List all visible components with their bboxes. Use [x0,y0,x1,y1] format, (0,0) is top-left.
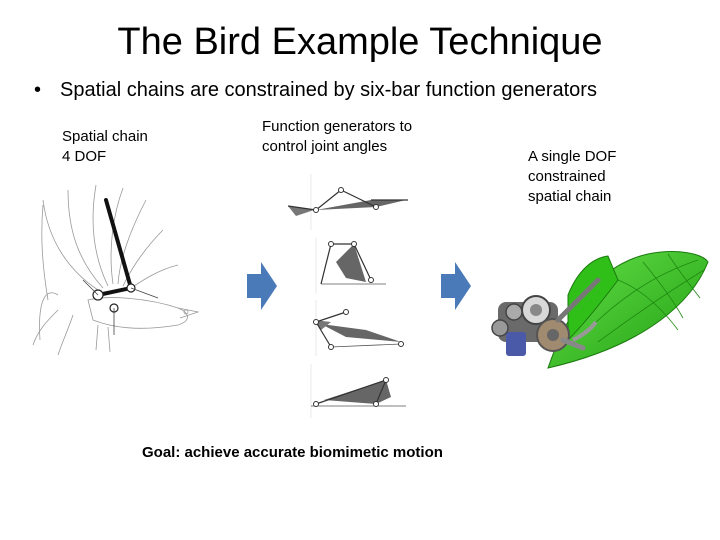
right-arrow-icon [247,262,277,310]
single-dof-label-line2: constrained [528,168,606,185]
slide-title: The Bird Example Technique [117,21,603,63]
bullet-item: • Spatial chains are constrained by six-b… [34,76,597,104]
single-dof-label-line1: A single DOF [528,148,617,165]
bullet-text: Spatial chains are constrained by six-ba… [60,79,597,101]
function-generators-label-line2: control joint angles [262,138,388,155]
goal-statement: Goal: achieve accurate biomimetic motion [142,444,443,461]
spatial-chain-label-line2: 4 DOF [62,148,107,165]
right-arrow-icon [441,262,471,310]
bullet-marker: • [34,79,42,101]
function-generators-label-line1: Function generators to [262,118,413,135]
mechanical-wing-image [491,251,709,369]
bird-sketch-image [32,184,200,356]
function-generators-image [287,174,408,418]
spatial-chain-label-line1: Spatial chain [62,128,148,145]
single-dof-label: A single DOF constrained spatial chain [528,147,648,207]
function-generators-label: Function generators to control joint ang… [262,117,462,157]
spatial-chain-label: Spatial chain 4 DOF [62,127,202,167]
single-dof-label-line3: spatial chain [528,188,612,205]
